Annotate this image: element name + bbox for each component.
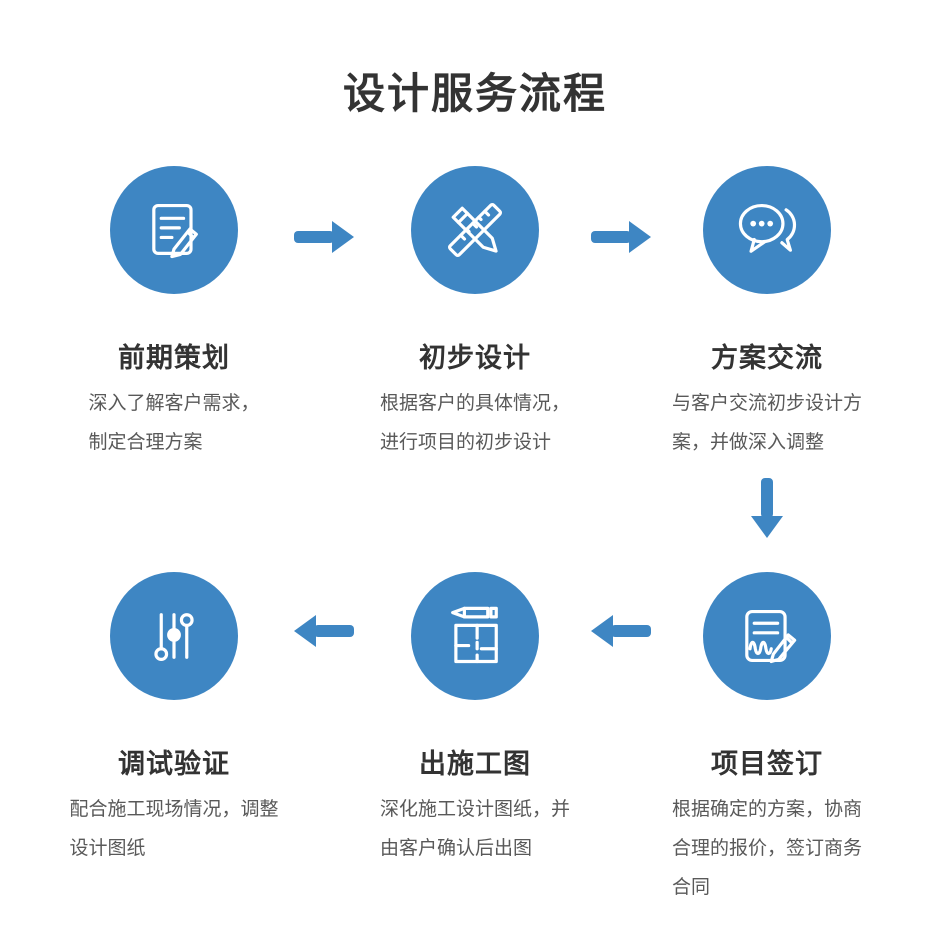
step-1-circle [110,166,238,294]
tune-sliders-icon [154,613,194,661]
arrow-right-icon [591,219,651,255]
step-4-description: 根据确定的方案，协商 合理的报价，签订商务 合同 [671,799,862,898]
step-6-title: 调试验证 [118,749,230,779]
step-5-construction-drawings: 出施工图 深化施工设计图纸，并 由客户确认后出图 [330,572,620,869]
step-6-debug-verification: 调试验证 配合施工现场情况，调整 设计图纸 [29,572,319,869]
arrow-left-icon [294,613,354,649]
arrow-right-icon [294,219,354,255]
step-5-title: 出施工图 [419,749,531,779]
step-3-circle [703,166,831,294]
step-4-circle [703,572,831,700]
page-title: 设计服务流程 [342,70,607,117]
step-3-title: 方案交流 [711,343,823,373]
step-4-project-signing: 项目签订 根据确定的方案，协商 合理的报价，签订商务 合同 [622,572,912,908]
step-1-description: 深入了解客户需求， 制定合理方案 [88,393,260,453]
step-1-title: 前期策划 [118,343,230,373]
step-2-preliminary-design: 初步设计 根据客户的具体情况， 进行项目的初步设计 [330,166,620,463]
step-6-circle [110,572,238,700]
step-4-title: 项目签订 [711,749,823,779]
chat-bubbles-icon [738,203,797,253]
step-5-description: 深化施工设计图纸，并 由客户确认后出图 [379,799,570,859]
step-5-circle [411,572,539,700]
step-3-description: 与客户交流初步设计方 案，并做深入调整 [671,393,862,453]
arrow-down-icon [749,478,785,538]
step-1-planning: 前期策划 深入了解客户需求， 制定合理方案 [29,166,319,463]
step-6-description: 配合施工现场情况，调整 设计图纸 [69,799,279,859]
floorplan-pencil-icon [451,606,498,664]
arrow-left-icon [591,613,651,649]
step-2-description: 根据客户的具体情况， 进行项目的初步设计 [379,393,570,453]
ruler-pencil-icon [447,202,503,258]
step-3-plan-communication: 方案交流 与客户交流初步设计方 案，并做深入调整 [622,166,912,463]
contract-sign-icon [745,609,797,664]
step-2-circle [411,166,539,294]
step-2-title: 初步设计 [419,343,531,373]
note-edit-icon [152,203,198,259]
